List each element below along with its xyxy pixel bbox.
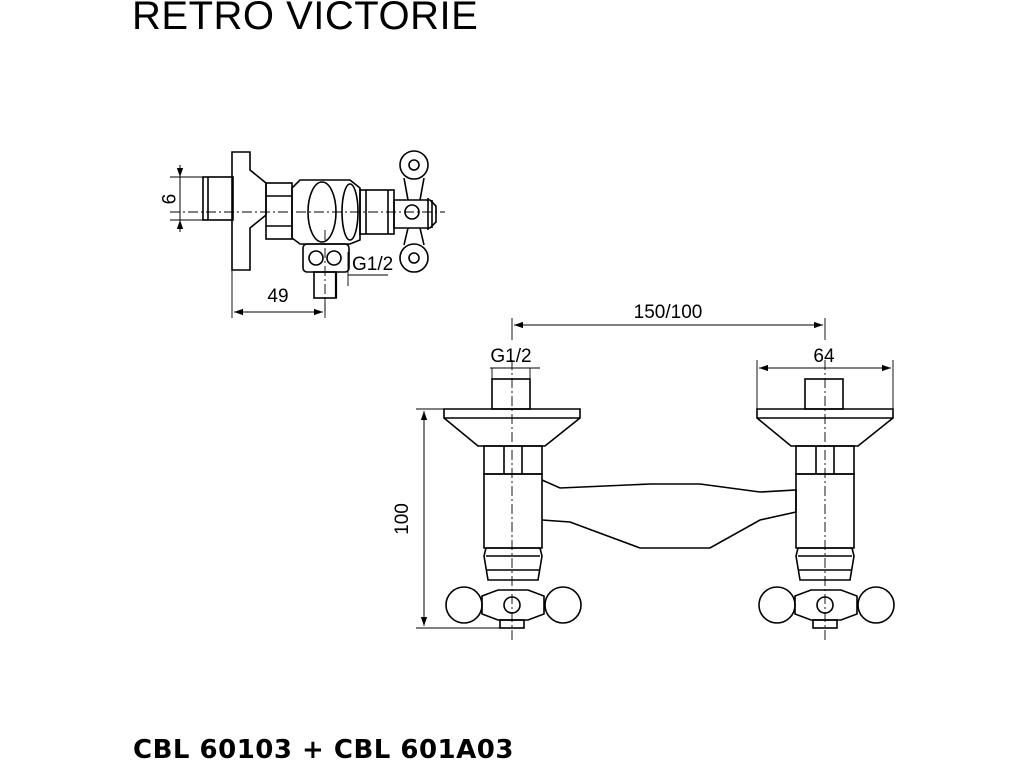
front-view: [416, 318, 895, 640]
dim-side-thread-depth: 9: [157, 194, 178, 205]
side-view: [170, 150, 445, 318]
model-number: CBL 60103 + CBL 601A03: [133, 735, 514, 765]
dim-front-inlet-thread: G1/2: [490, 346, 531, 367]
dim-side-outlet-thread: G1/2: [352, 254, 393, 275]
dim-front-flange-width: 64: [813, 346, 835, 367]
page-title: RETRO VICTORIE: [132, 0, 479, 38]
dim-side-depth: 49: [267, 286, 288, 307]
dim-front-spacing: 150/100: [634, 302, 703, 323]
dim-front-height: 100: [392, 503, 413, 535]
